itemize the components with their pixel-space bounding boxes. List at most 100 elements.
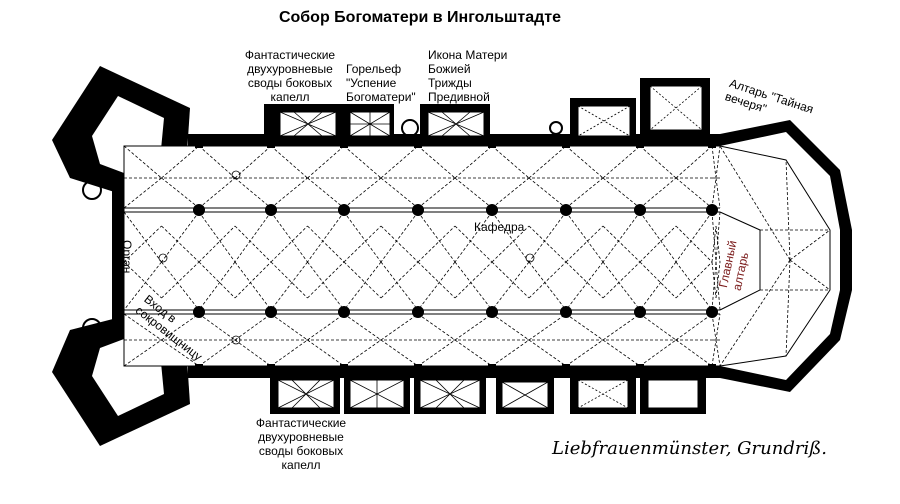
buttress (562, 134, 570, 148)
pier (706, 306, 718, 318)
rib (234, 261, 272, 299)
buttress (195, 364, 203, 378)
rib (715, 261, 721, 311)
rib (380, 339, 419, 367)
rib (343, 261, 382, 299)
buttress (267, 134, 275, 148)
rib (528, 145, 567, 179)
rib (234, 177, 272, 209)
rib (711, 211, 717, 263)
pier (338, 306, 350, 318)
rib (270, 225, 308, 263)
rib (675, 261, 713, 311)
pier (486, 306, 498, 318)
buttress (340, 134, 348, 148)
label-icon: Икона Матери Божией Трижды Предивной (428, 48, 518, 104)
label-chapels-top: Фантастические двухуровневые своды боков… (236, 48, 344, 104)
rib (454, 313, 493, 341)
rib (675, 339, 713, 367)
label-line: Горельеф (346, 62, 402, 76)
rib (380, 313, 419, 341)
rib (711, 339, 717, 367)
rib (602, 211, 641, 263)
buttress (340, 364, 348, 378)
pier (560, 306, 572, 318)
rib (602, 145, 641, 179)
rib (417, 261, 456, 299)
rib (307, 211, 345, 263)
rib (639, 145, 677, 179)
label-line: Трижды (428, 76, 472, 90)
rib (198, 177, 236, 209)
rib (234, 211, 272, 263)
rib (491, 261, 530, 311)
label-line: двухуровневые (247, 62, 333, 76)
rib (307, 313, 345, 341)
label-line: капелл (281, 458, 321, 472)
rib (454, 261, 493, 311)
label-line: Предивной (428, 90, 490, 104)
rib (565, 177, 604, 209)
label-organ: Орган (120, 240, 134, 274)
rib (602, 261, 641, 299)
rib (454, 177, 493, 209)
label-line: Фантастические (255, 416, 347, 430)
side-chapels-bottom (270, 374, 706, 414)
rib (307, 339, 345, 367)
label-line: своды боковых (247, 76, 333, 90)
rib (491, 177, 530, 209)
rib (675, 177, 713, 209)
rib (380, 211, 419, 263)
page-title: Собор Богоматери в Ингольштадте (278, 9, 562, 26)
rib (417, 177, 456, 209)
rib (234, 145, 272, 179)
rib (307, 145, 345, 179)
rib (123, 261, 162, 299)
rib (639, 211, 677, 263)
rib (715, 261, 721, 299)
rib (715, 211, 721, 263)
buttress (636, 364, 644, 378)
rib (270, 145, 308, 179)
stair-turrets (82, 119, 563, 338)
plan-caption: Liebfrauenmünster, Grundriß. (552, 438, 827, 459)
side-chapels-top (264, 78, 710, 140)
rib (343, 145, 382, 179)
rib (161, 313, 200, 341)
rib (602, 177, 641, 209)
piers (193, 134, 718, 378)
label-line: Икона Матери (428, 48, 508, 62)
rib (715, 313, 721, 341)
rib (491, 225, 530, 263)
rib (198, 211, 236, 263)
rib (343, 177, 382, 209)
rib (380, 225, 419, 263)
rib (270, 313, 308, 341)
buttress (636, 134, 644, 148)
pier (265, 204, 277, 216)
rib (711, 313, 717, 341)
pier (706, 204, 718, 216)
buttress (195, 134, 203, 148)
rib (602, 313, 641, 341)
rib (343, 261, 382, 311)
pier (193, 204, 205, 216)
rib (380, 261, 419, 299)
rib (528, 313, 567, 341)
rib (198, 313, 236, 341)
pier (338, 204, 350, 216)
rib (639, 177, 677, 209)
rib (675, 225, 713, 263)
rib (491, 211, 530, 263)
rib (123, 339, 162, 367)
rib (270, 177, 308, 209)
rib (602, 339, 641, 367)
rib (675, 261, 713, 299)
buttress (488, 364, 496, 378)
rib (343, 339, 382, 367)
rib (719, 259, 791, 367)
rib (161, 339, 200, 367)
rib (198, 225, 236, 263)
rib (719, 145, 791, 261)
rib (454, 225, 493, 263)
